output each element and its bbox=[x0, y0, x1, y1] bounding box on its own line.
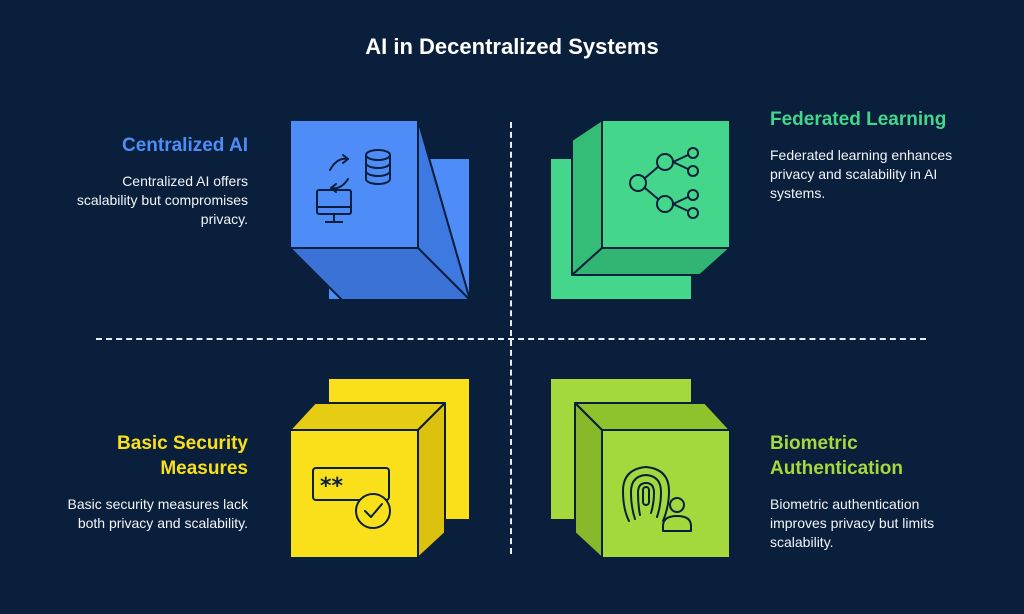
biometric-cube bbox=[549, 377, 731, 559]
page-title: AI in Decentralized Systems bbox=[365, 34, 659, 59]
quadrant-basic-security-text: Basic Security Measures Basic security m… bbox=[58, 431, 248, 533]
check-circle-icon bbox=[355, 493, 391, 529]
monitor-icon bbox=[316, 189, 352, 223]
quadrant-heading: Basic Security Measures bbox=[117, 433, 248, 479]
database-icon bbox=[365, 149, 391, 185]
svg-text:**: ** bbox=[320, 474, 344, 499]
quadrant-heading: Federated Learning bbox=[770, 109, 947, 130]
quadrant-federated-learning-text: Federated Learning Federated learning en… bbox=[770, 107, 960, 203]
quadrant-biometric-text: Biometric Authentication Biometric authe… bbox=[770, 431, 960, 552]
quadrant-description: Biometric authentication improves privac… bbox=[770, 496, 935, 550]
network-nodes-icon bbox=[629, 147, 699, 219]
quadrant-centralized-ai-text: Centralized AI Centralized AI offers sca… bbox=[58, 133, 248, 229]
fingerprint-icon bbox=[621, 465, 671, 522]
federated-learning-cube bbox=[549, 119, 731, 301]
basic-security-cube: ** bbox=[289, 377, 471, 559]
quadrant-heading: Centralized AI bbox=[122, 135, 248, 156]
quadrant-description: Federated learning enhances privacy and … bbox=[770, 147, 953, 201]
user-icon bbox=[662, 497, 692, 532]
quadrant-heading: Biometric Authentication bbox=[770, 433, 903, 479]
quadrant-description: Basic security measures lack both privac… bbox=[67, 496, 248, 531]
password-field-icon: ** bbox=[312, 467, 390, 501]
centralized-ai-cube bbox=[289, 119, 471, 301]
quadrant-description: Centralized AI offers scalability but co… bbox=[76, 173, 248, 227]
horizontal-divider bbox=[96, 338, 926, 340]
